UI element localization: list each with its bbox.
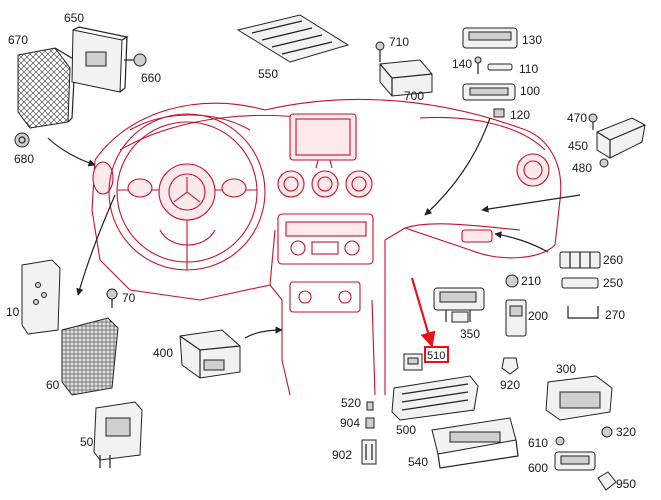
callout-660: 660 (141, 71, 161, 85)
callout-650: 650 (64, 11, 84, 25)
callout-510-highlight-box (424, 346, 449, 363)
part-70-illustration (106, 288, 118, 308)
part-400-illustration (179, 329, 241, 379)
part-50-illustration (93, 401, 143, 468)
callout-920: 920 (500, 378, 520, 392)
callout-950: 950 (616, 477, 636, 491)
callout-270: 270 (605, 308, 625, 322)
part-670-illustration (17, 47, 76, 129)
part-520-illustration (366, 401, 374, 411)
callout-500: 500 (396, 423, 416, 437)
part-210-illustration (505, 274, 519, 288)
callout-350: 350 (460, 327, 480, 341)
center-vents (277, 170, 373, 198)
callout-120: 120 (510, 108, 530, 122)
part-600-illustration (554, 451, 596, 471)
part-270-illustration (567, 306, 599, 319)
callout-520: 520 (341, 396, 361, 410)
callout-60: 60 (46, 378, 60, 392)
part-950-illustration (597, 471, 617, 491)
callout-110: 110 (519, 62, 538, 76)
callout-550: 550 (258, 67, 278, 81)
callout-labels: 650 670 660 680 550 710 700 130 140 110 … (6, 11, 636, 491)
part-10-illustration (21, 259, 61, 335)
callout-210: 210 (521, 274, 541, 288)
part-650-illustration (71, 26, 129, 93)
part-320-illustration (601, 426, 613, 438)
callout-710: 710 (389, 35, 409, 49)
callout-540: 540 (408, 455, 428, 469)
leader-arrows (47, 117, 581, 348)
callout-300: 300 (556, 362, 576, 376)
callout-200: 200 (528, 309, 548, 323)
callout-470: 470 (567, 111, 587, 125)
part-680-illustration (14, 132, 30, 148)
callout-140: 140 (452, 57, 472, 71)
callout-130: 130 (522, 33, 542, 47)
part-60-illustration (61, 317, 119, 396)
callout-70: 70 (122, 291, 136, 305)
part-660-illustration (124, 53, 147, 67)
callout-100: 100 (520, 84, 540, 98)
callout-450: 450 (568, 139, 588, 153)
steering-wheel (108, 113, 266, 271)
part-920-illustration (501, 357, 519, 375)
part-610-illustration (555, 436, 565, 446)
part-250-illustration (561, 277, 599, 289)
central-display (289, 113, 357, 169)
callout-670: 670 (8, 33, 28, 47)
part-540-illustration (431, 417, 519, 469)
callout-250: 250 (603, 276, 623, 290)
part-260-illustration (559, 251, 601, 269)
part-550-illustration (236, 14, 350, 63)
part-120-illustration (493, 108, 505, 118)
part-350-illustration (433, 287, 485, 323)
callout-50: 50 (80, 435, 94, 449)
part-510-illustration (403, 353, 423, 371)
part-904-illustration (365, 417, 375, 429)
dashboard-illustration (91, 98, 562, 396)
callout-320: 320 (616, 425, 636, 439)
part-902-illustration (361, 439, 377, 465)
part-200-illustration (505, 299, 527, 337)
part-100-illustration (462, 83, 516, 101)
callout-680: 680 (14, 152, 34, 166)
callout-700: 700 (404, 89, 424, 103)
callout-400: 400 (153, 346, 173, 360)
part-300-illustration (545, 375, 613, 421)
callout-260: 260 (603, 253, 623, 267)
part-130-illustration (462, 27, 518, 49)
callout-904: 904 (340, 416, 360, 430)
callout-600: 600 (528, 461, 548, 475)
part-450-illustration (588, 113, 646, 168)
part-110-illustration (474, 56, 513, 74)
callout-902: 902 (332, 448, 352, 462)
callout-610: 610 (528, 436, 548, 450)
part-500-illustration (391, 375, 479, 421)
center-console-panel (277, 213, 374, 313)
callout-10: 10 (6, 305, 20, 319)
part-700-illustration (375, 41, 433, 97)
callout-510: 510 (427, 350, 445, 362)
callout-480: 480 (572, 161, 592, 175)
